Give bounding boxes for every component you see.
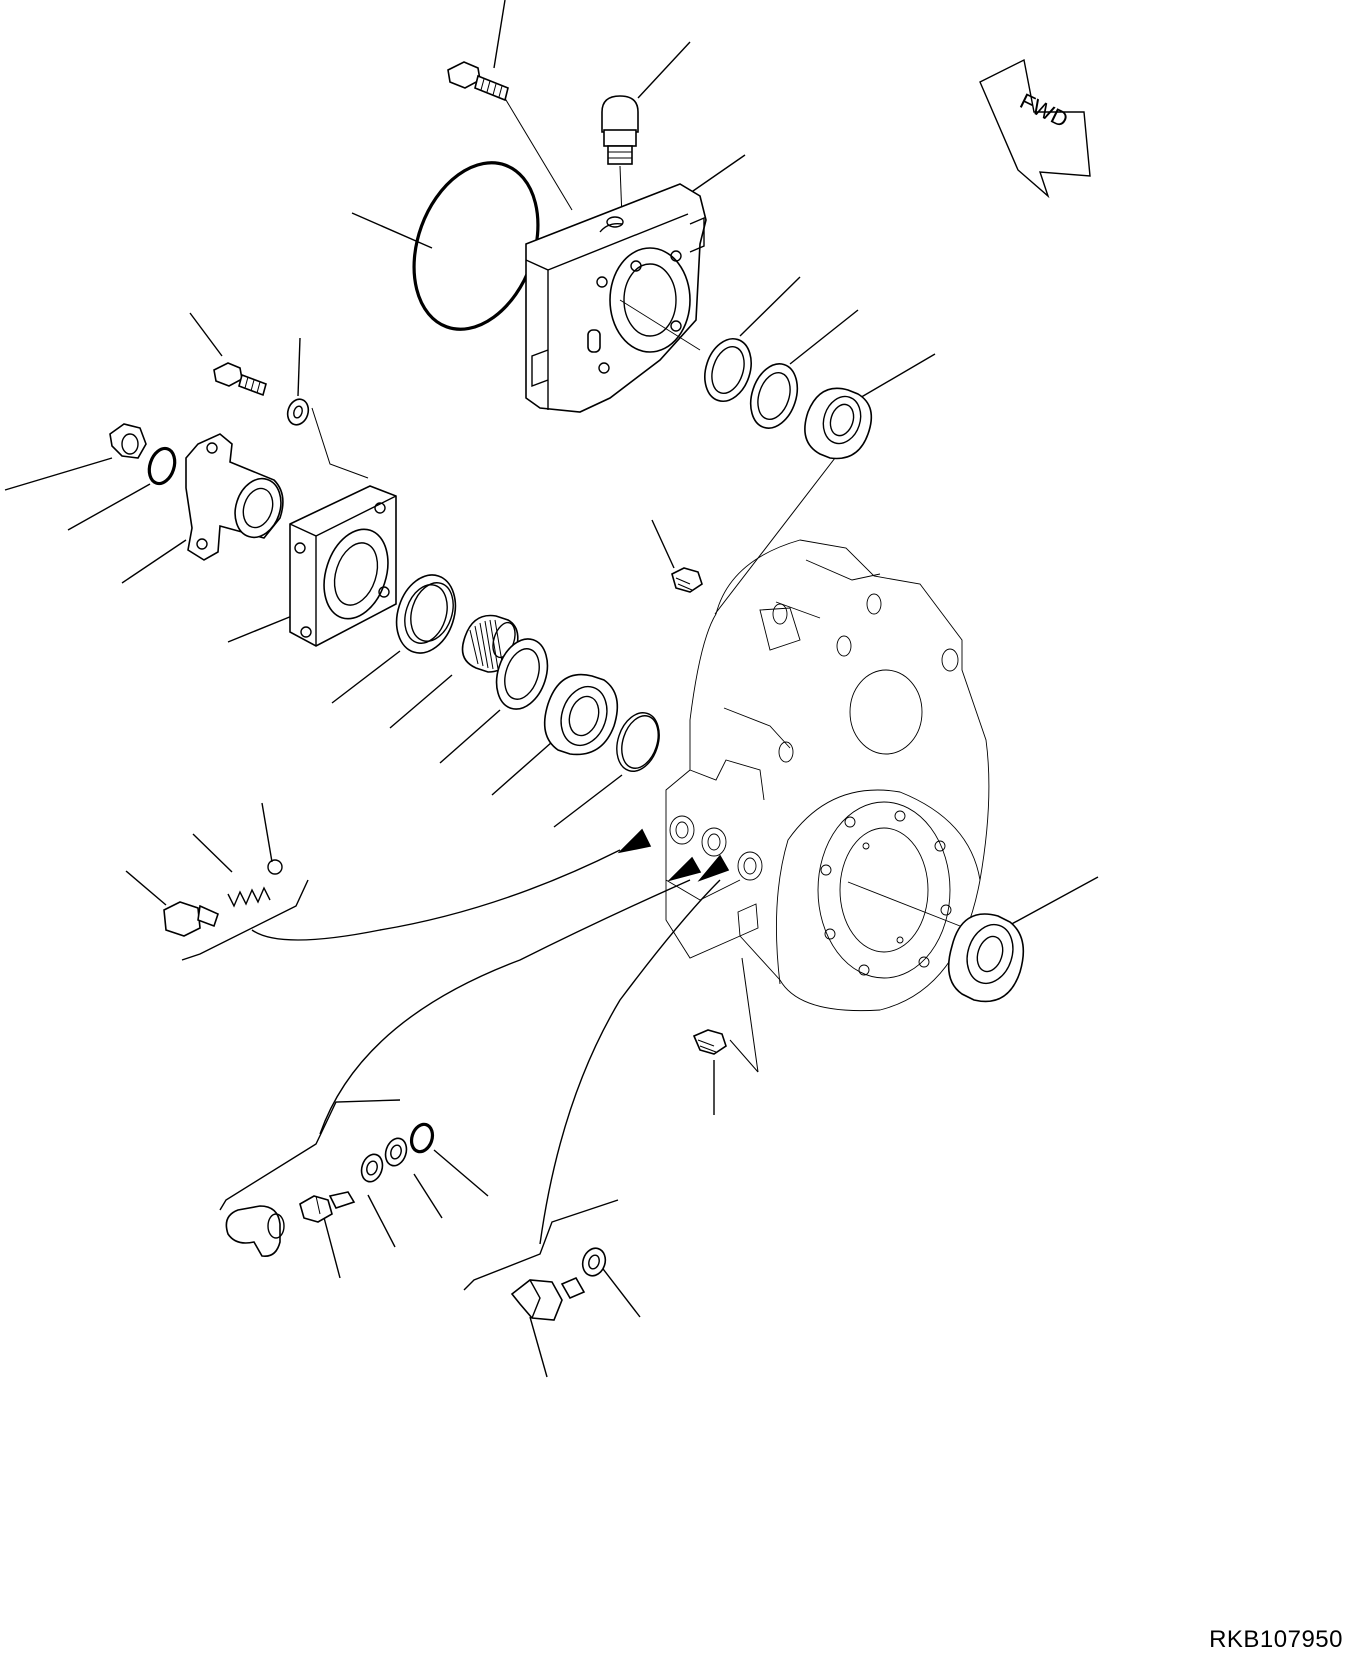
drain-plug-detail xyxy=(463,854,730,1321)
small-bolt-left xyxy=(213,362,267,397)
small-o-ring-left xyxy=(147,446,177,486)
snap-ring xyxy=(616,712,660,772)
hex-bolt-top xyxy=(447,61,509,102)
oil-seal xyxy=(395,574,457,654)
breather-plug xyxy=(601,95,639,219)
relief-valve-detail xyxy=(163,828,652,961)
small-plug-lower xyxy=(692,1029,727,1055)
upper-cover-housing xyxy=(525,183,707,413)
square-bearing-cage xyxy=(289,485,397,647)
flange-nut xyxy=(109,423,147,459)
small-plug-upper xyxy=(671,567,703,593)
fwd-label: FWD xyxy=(1016,88,1072,132)
main-gear-housing xyxy=(665,539,990,1012)
thrust-washer-mid xyxy=(495,638,549,710)
housing-side-bearing xyxy=(947,913,1025,1003)
drawing-code: RKB107950 xyxy=(1209,1626,1343,1653)
leader-lines xyxy=(4,0,1099,1378)
ball-bearing-mid xyxy=(543,673,619,756)
small-washer-left xyxy=(286,398,310,426)
upper-thrust-washer-1 xyxy=(704,338,752,402)
upper-ball-bearing xyxy=(804,387,873,460)
upper-thrust-washer-2 xyxy=(749,363,799,429)
fwd-arrow-icon: FWD xyxy=(979,58,1091,199)
pressure-switch-detail xyxy=(219,856,702,1258)
yoke-flange xyxy=(185,433,284,561)
